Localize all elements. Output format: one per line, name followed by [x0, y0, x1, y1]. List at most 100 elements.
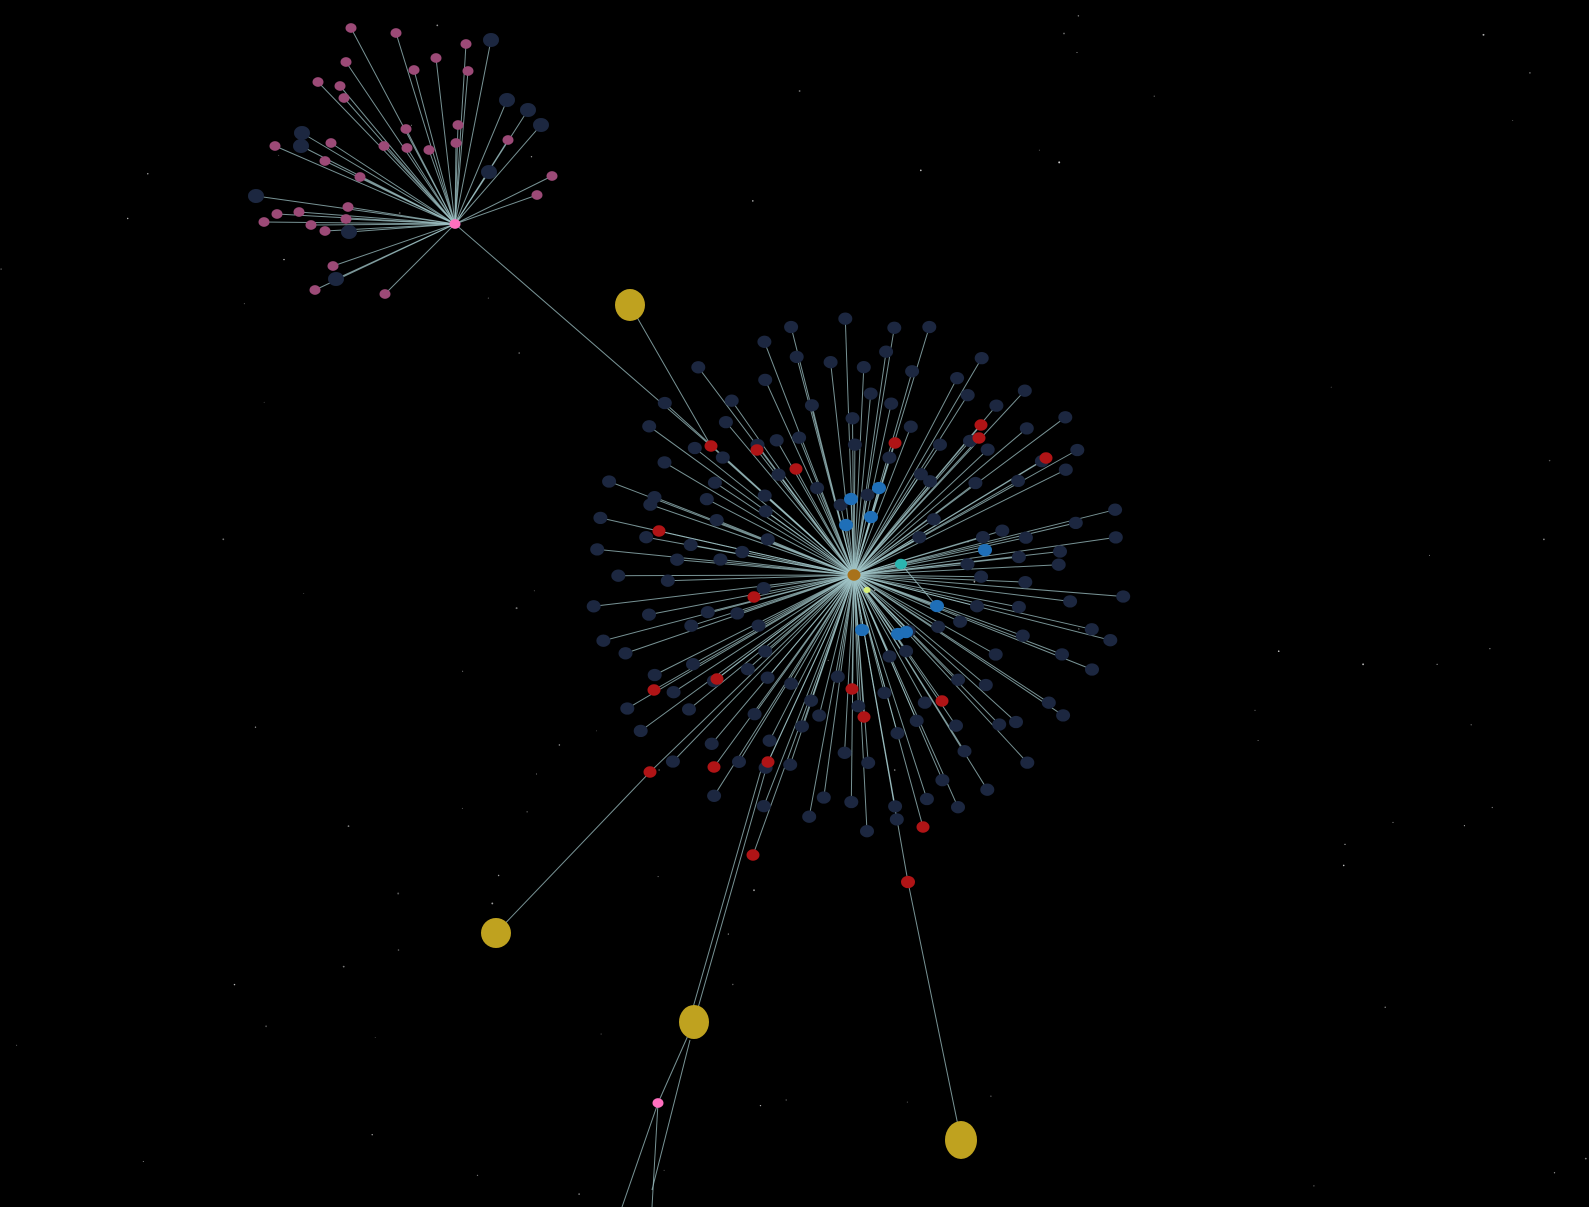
graph-node[interactable] — [354, 172, 366, 182]
graph-node[interactable] — [710, 673, 724, 685]
graph-node[interactable] — [789, 463, 803, 475]
graph-node[interactable] — [1041, 696, 1056, 709]
graph-node[interactable] — [684, 619, 699, 632]
graph-node[interactable] — [305, 220, 317, 230]
graph-node[interactable] — [890, 727, 905, 740]
graph-node[interactable] — [642, 608, 656, 621]
graph-node[interactable] — [888, 800, 903, 813]
graph-node[interactable] — [845, 683, 859, 695]
graph-node[interactable] — [1108, 531, 1123, 544]
graph-node[interactable] — [378, 141, 390, 151]
graph-node[interactable] — [761, 756, 775, 768]
graph-node[interactable] — [325, 138, 337, 148]
graph-node[interactable] — [935, 695, 949, 707]
graph-node[interactable] — [327, 261, 339, 271]
graph-node[interactable] — [1019, 422, 1034, 435]
graph-node[interactable] — [905, 365, 920, 378]
graph-node[interactable] — [913, 468, 928, 481]
graph-node[interactable] — [823, 356, 838, 369]
graph-node[interactable] — [430, 53, 442, 63]
graph-node[interactable] — [328, 271, 344, 287]
graph-node[interactable] — [783, 758, 798, 771]
graph-node[interactable] — [784, 320, 799, 334]
graph-node[interactable] — [980, 443, 995, 456]
graph-node[interactable] — [756, 799, 771, 813]
graph-node[interactable] — [531, 190, 543, 200]
graph-node[interactable] — [670, 553, 685, 566]
graph-node[interactable] — [462, 66, 474, 76]
graph-node[interactable] — [889, 813, 904, 826]
graph-node[interactable] — [481, 918, 511, 948]
graph-node[interactable] — [916, 821, 930, 833]
graph-node[interactable] — [1053, 545, 1067, 558]
graph-node[interactable] — [1056, 709, 1071, 722]
graph-node[interactable] — [923, 475, 938, 488]
graph-node[interactable] — [1020, 756, 1035, 769]
graph-node[interactable] — [903, 420, 918, 433]
graph-node[interactable] — [978, 678, 993, 692]
graph-node[interactable] — [1103, 634, 1118, 647]
graph-node[interactable] — [847, 569, 861, 581]
graph-node[interactable] — [756, 581, 771, 595]
graph-node[interactable] — [845, 412, 860, 425]
graph-node[interactable] — [611, 569, 626, 582]
graph-node[interactable] — [1058, 463, 1073, 476]
graph-node[interactable] — [860, 488, 875, 501]
graph-node[interactable] — [760, 533, 775, 546]
graph-node[interactable] — [855, 623, 869, 637]
graph-node[interactable] — [732, 755, 746, 768]
graph-node[interactable] — [707, 761, 721, 773]
graph-node[interactable] — [980, 783, 995, 796]
graph-node[interactable] — [666, 686, 681, 699]
graph-node[interactable] — [665, 755, 680, 768]
graph-node[interactable] — [995, 524, 1010, 537]
graph-node[interactable] — [795, 720, 809, 733]
graph-node[interactable] — [935, 773, 950, 787]
graph-node[interactable] — [379, 289, 391, 299]
graph-node[interactable] — [499, 92, 515, 108]
graph-node[interactable] — [312, 77, 324, 87]
graph-node[interactable] — [699, 492, 714, 506]
graph-node[interactable] — [596, 634, 611, 647]
graph-node[interactable] — [652, 525, 666, 537]
graph-node[interactable] — [901, 875, 915, 889]
graph-node[interactable] — [657, 396, 672, 410]
graph-node[interactable] — [758, 645, 773, 658]
graph-node[interactable] — [483, 32, 499, 48]
graph-node[interactable] — [657, 456, 672, 469]
graph-node[interactable] — [1085, 663, 1099, 676]
graph-node[interactable] — [1009, 715, 1023, 729]
graph-node[interactable] — [864, 510, 878, 524]
graph-node[interactable] — [1058, 411, 1073, 424]
graph-node[interactable] — [950, 371, 965, 385]
graph-node[interactable] — [917, 696, 932, 709]
graph-node[interactable] — [1011, 550, 1026, 564]
graph-node[interactable] — [882, 451, 897, 464]
graph-node[interactable] — [502, 135, 514, 145]
graph-node[interactable] — [258, 217, 270, 227]
graph-node[interactable] — [882, 650, 897, 663]
graph-node[interactable] — [872, 481, 886, 495]
nodes[interactable] — [248, 23, 1131, 1159]
graph-node[interactable] — [1051, 558, 1066, 571]
graph-node[interactable] — [747, 591, 761, 603]
graph-node[interactable] — [248, 188, 264, 204]
graph-node[interactable] — [837, 746, 852, 759]
graph-node[interactable] — [682, 703, 696, 716]
graph-node[interactable] — [844, 795, 859, 809]
graph-node[interactable] — [930, 599, 944, 613]
graph-node[interactable] — [839, 518, 853, 532]
graph-node[interactable] — [735, 545, 750, 559]
graph-node[interactable] — [715, 451, 730, 464]
graph-node[interactable] — [758, 505, 773, 518]
graph-node[interactable] — [926, 513, 941, 526]
graph-node[interactable] — [340, 57, 352, 67]
graph-node[interactable] — [1068, 516, 1083, 530]
graph-node[interactable] — [546, 171, 558, 181]
graph-node[interactable] — [747, 707, 762, 721]
graph-node[interactable] — [970, 600, 984, 613]
graph-node[interactable] — [647, 491, 662, 504]
graph-node[interactable] — [452, 120, 464, 130]
graph-node[interactable] — [757, 335, 772, 348]
